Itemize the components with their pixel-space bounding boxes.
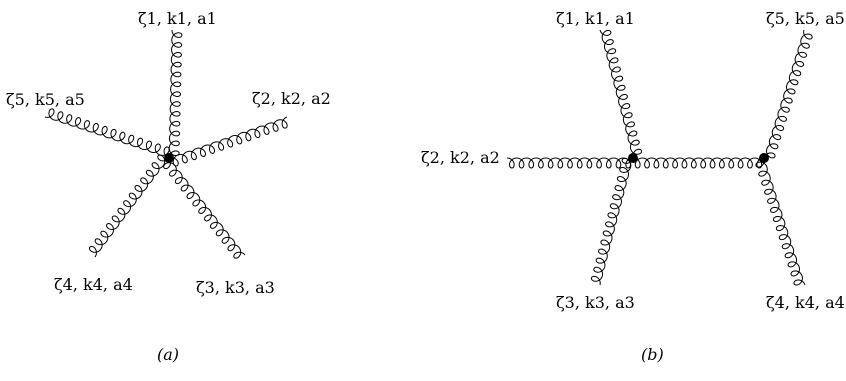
leg-label-4: ζ4, k4, a4 [766,293,845,312]
gluon-leg-1 [168,29,183,159]
leg-label-2: ζ2, k2, a2 [252,89,331,108]
leg-label-5: ζ5, k5, a5 [766,9,845,28]
gluon-propagator [632,157,765,169]
vertex-dot-left [628,153,638,163]
gluon-leg-1 [599,29,643,159]
leg-label-2: ζ2, k2, a2 [421,148,500,167]
leg-label-3: ζ3, k3, a3 [196,278,275,297]
caption-b: (b) [641,345,664,364]
gluon-leg-5 [44,108,170,159]
gluon-leg-2 [168,116,288,167]
leg-label-1: ζ1, k1, a1 [138,9,217,28]
vertex-dot-right [759,153,769,163]
gluon-leg-3 [163,157,246,259]
diagram-a: ζ1, k1, a1 ζ2, k2, a2 ζ3, k3, a3 ζ4, k4,… [6,9,331,364]
leg-label-1: ζ1, k1, a1 [556,9,635,28]
diagram-b: ζ1, k1, a1 ζ2, k2, a2 ζ3, k3, a3 ζ4, k4,… [421,9,845,364]
vertex-dot [164,153,174,163]
gluon-leg-2 [506,157,634,169]
caption-a: (a) [157,345,179,364]
gluon-leg-4 [755,157,806,286]
gluon-leg-5 [763,29,813,159]
leg-label-3: ζ3, k3, a3 [556,293,635,312]
gluon-leg-4 [88,154,170,258]
gluon-leg-3 [590,157,634,286]
leg-label-5: ζ5, k5, a5 [6,90,85,109]
leg-label-4: ζ4, k4, a4 [54,275,133,294]
